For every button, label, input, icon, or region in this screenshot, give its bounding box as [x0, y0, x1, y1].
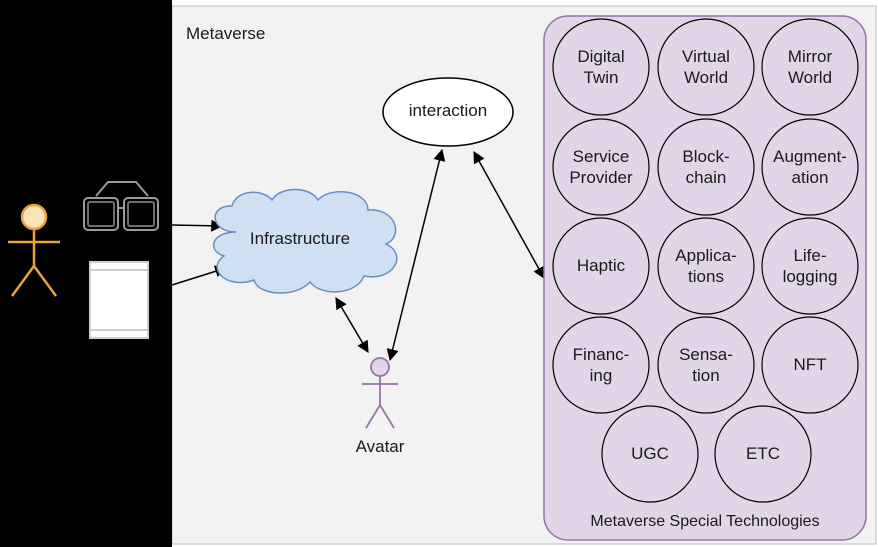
- technology-label: NFT: [793, 355, 827, 375]
- technology-circle: [552, 18, 650, 116]
- technology-label: Financ- ing: [572, 344, 630, 385]
- technology-circle: [552, 316, 650, 414]
- technology-circle: [761, 217, 859, 315]
- technology-label: ETC: [746, 444, 780, 464]
- avatar-label: Avatar: [355, 437, 405, 456]
- technology-circle: [601, 405, 699, 503]
- technologies-title: Metaverse Special Technologies: [590, 513, 820, 530]
- technology-label: UGC: [631, 444, 669, 464]
- user-figure-icon: [8, 203, 60, 297]
- technology-circles: [552, 18, 859, 503]
- technology-label: Life- logging: [782, 245, 838, 286]
- technology-label: Virtual World: [682, 46, 730, 87]
- technology-label: Haptic: [576, 256, 626, 276]
- technology-label: Digital Twin: [577, 46, 625, 87]
- vr-glasses-icon: [83, 181, 159, 231]
- metaverse-panel-label: Metaverse: [186, 24, 266, 43]
- interaction-technologies-arrow: [473, 150, 545, 280]
- interaction-node: [382, 77, 514, 147]
- avatar-figure-icon: [362, 357, 398, 429]
- technology-circle: [657, 118, 755, 216]
- technology-circle: [714, 405, 812, 503]
- avatar-interaction-arrow: [386, 148, 446, 362]
- technology-label: Applica- tions: [675, 245, 737, 286]
- interaction-label: interaction: [408, 101, 488, 120]
- technology-circle: [761, 118, 859, 216]
- device-icon: [89, 261, 149, 339]
- technology-label: Sensa- tion: [679, 344, 733, 385]
- technology-circle: [657, 217, 755, 315]
- device-to-infrastructure-arrow: [171, 265, 228, 286]
- technology-label: Service Provider: [569, 146, 633, 187]
- technology-label: Block- chain: [682, 146, 730, 187]
- technology-circle: [657, 18, 755, 116]
- technology-circle: [552, 118, 650, 216]
- technology-label: Augment- ation: [773, 146, 847, 187]
- technology-circle: [657, 316, 755, 414]
- glasses-to-infrastructure-arrow: [171, 219, 224, 232]
- technology-circle: [761, 18, 859, 116]
- technology-label: Mirror World: [787, 46, 833, 87]
- technology-circle: [761, 316, 859, 414]
- technology-circle: [552, 217, 650, 315]
- infrastructure-label: Infrastructure: [249, 229, 351, 248]
- infrastructure-avatar-arrow: [335, 296, 369, 354]
